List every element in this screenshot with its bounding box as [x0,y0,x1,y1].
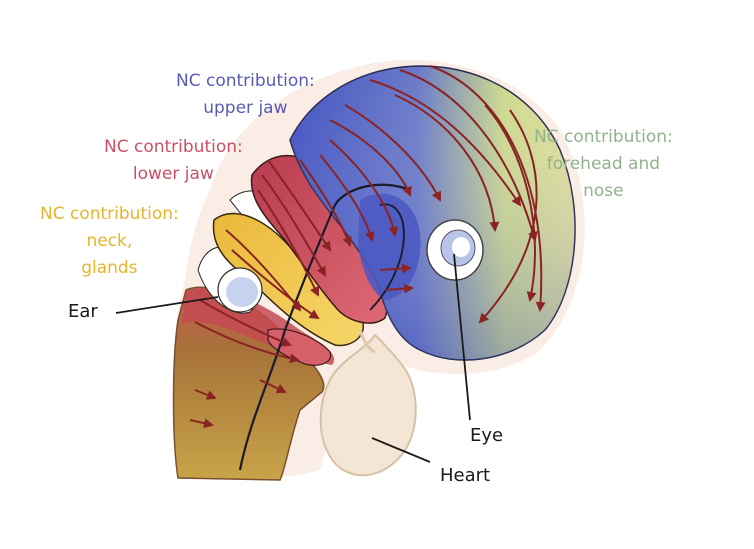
heart-pointer-line [371,437,431,463]
label-heart: Heart [440,465,491,486]
label-neck-line2: neck, [86,231,133,251]
label-lower-jaw: NC contribution: lower jaw [104,134,243,188]
ear-pointer-line [115,296,219,314]
label-upper-jaw-line2: upper jaw [203,98,288,118]
label-eye: Eye [470,425,504,446]
label-ear: Ear [68,301,98,322]
eye-pointer-line [453,253,471,421]
label-forehead-line3: nose [583,181,624,201]
label-upper-jaw-line1: NC contribution: [176,71,315,91]
label-lower-jaw-line2: lower jaw [132,164,214,184]
label-forehead-line2: forehead and [546,154,661,174]
label-neck-line3: glands [81,258,138,278]
label-forehead-nose: NC contribution: forehead and nose [534,124,673,205]
label-forehead-line1: NC contribution: [534,127,673,147]
label-lower-jaw-line1: NC contribution: [104,137,243,157]
ear-icon [217,267,263,313]
heart-icon [319,329,417,477]
label-neck-line1: NC contribution: [40,204,179,224]
label-neck-glands: NC contribution: neck, glands [40,201,179,282]
label-upper-jaw: NC contribution: upper jaw [176,68,315,122]
eye-icon [426,219,484,281]
